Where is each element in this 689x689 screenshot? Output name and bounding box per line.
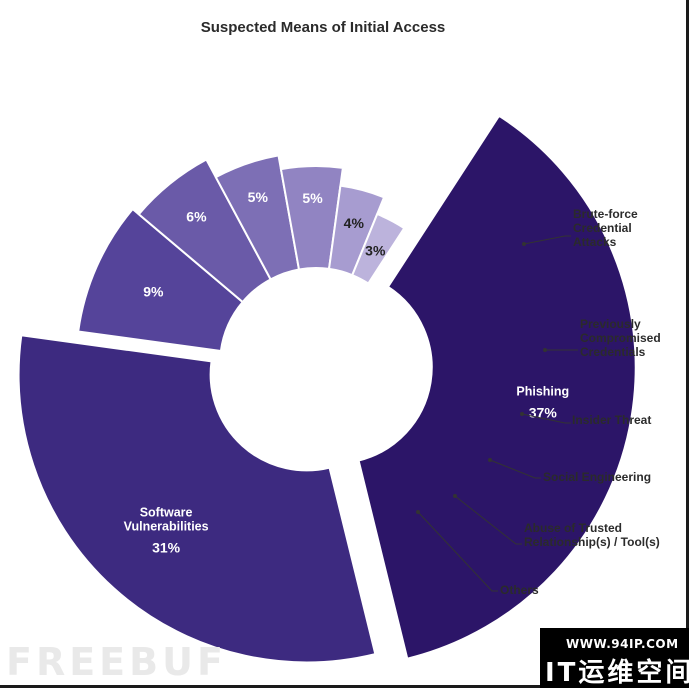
slice-social-engineering (279, 165, 344, 271)
slice-software-vulnerabilities (17, 334, 377, 664)
slice-pct-label: 6% (186, 208, 207, 224)
leader-dot (488, 458, 492, 462)
leader-line (489, 459, 541, 479)
slice-external-label: Previously (580, 317, 641, 331)
slice-label-line: Software (140, 505, 193, 519)
slice-external-label: Brute-force (573, 207, 638, 221)
slice-external-label: Credentials (580, 345, 646, 359)
slice-pct-label: 31% (152, 539, 181, 555)
slice-external-label: Abuse of Trusted (524, 521, 622, 535)
watermark-it-text: IT运维空间 (545, 658, 689, 688)
slice-external-label: Credential (573, 221, 632, 235)
leader-dot (543, 348, 547, 352)
slice-label-line: Vulnerabilities (124, 519, 209, 533)
slice-others (350, 212, 406, 285)
leader-line (454, 495, 522, 545)
slice-external-label: Insider Threat (572, 413, 651, 427)
leader-line (521, 413, 571, 424)
slice-external-label: Relationship(s) / Tool(s) (524, 535, 660, 549)
watermark-url: WWW.94IP.COM (566, 637, 679, 651)
slice-label-line: Phishing (516, 384, 569, 398)
leader-dot (522, 242, 526, 246)
slice-external-label: Others (500, 583, 539, 597)
slice-pct-label: 5% (302, 190, 323, 206)
slice-external-label: Attacks (573, 235, 617, 249)
watermark-badge (540, 628, 689, 688)
slice-pct-label: 37% (529, 404, 558, 420)
slice-external-label: Social Engineering (543, 470, 651, 484)
slice-phishing (357, 114, 637, 660)
chart-title: Suspected Means of Initial Access (201, 19, 446, 36)
slice-pct-label: 4% (344, 215, 365, 231)
slice-brute-force-credential-attacks (77, 207, 245, 353)
slice-previously-compromised-credentials (137, 158, 272, 304)
leader-dot (416, 510, 420, 514)
leader-dot (453, 494, 457, 498)
leader-line (523, 235, 571, 245)
leader-dot (520, 412, 524, 416)
leader-line (417, 511, 498, 592)
freebuf-watermark: FREEBUF (6, 640, 227, 684)
slice-external-label: Compromised (580, 331, 661, 345)
slice-pct-label: 3% (365, 243, 386, 259)
slice-pct-label: 5% (248, 189, 269, 205)
slice-insider-threat (214, 154, 301, 281)
slice-pct-label: 9% (143, 284, 164, 300)
